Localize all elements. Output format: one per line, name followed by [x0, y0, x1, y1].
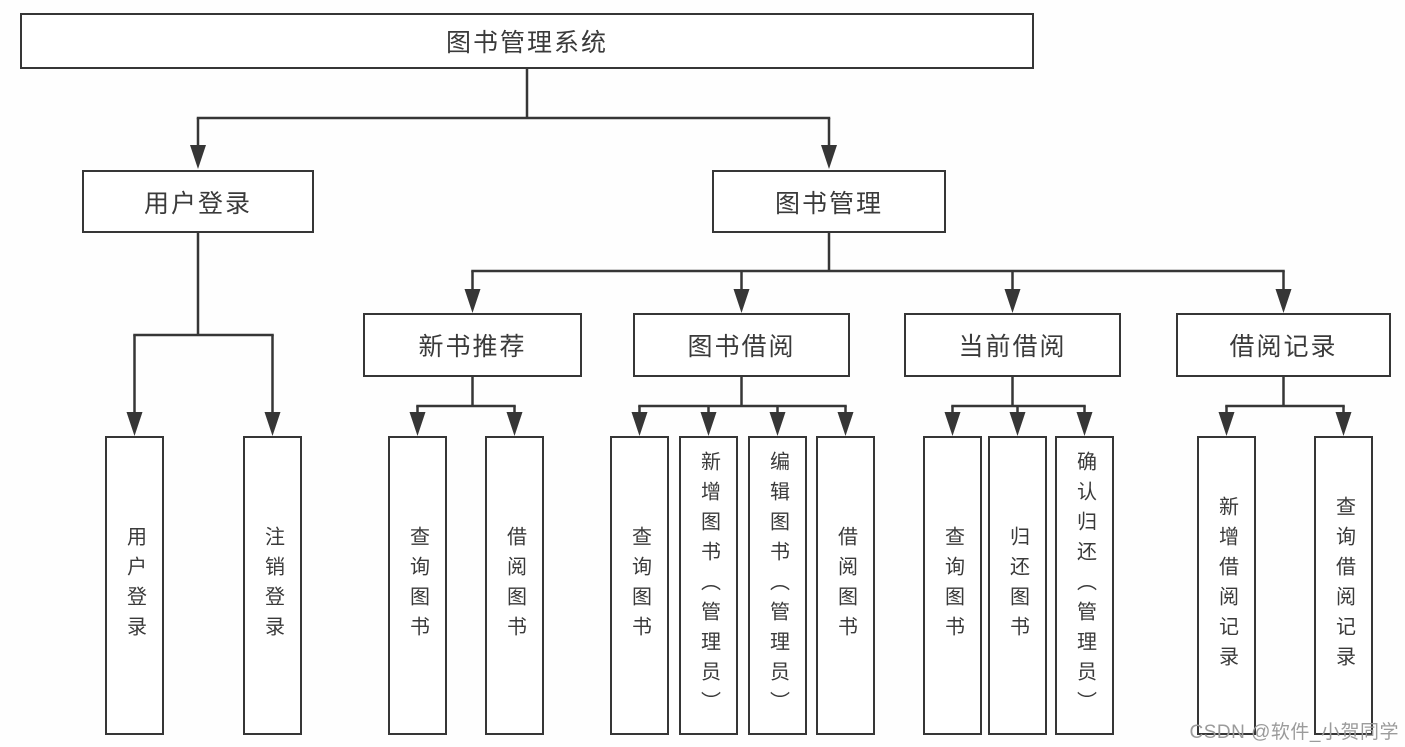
node-user-login: 用户登录 [82, 170, 314, 233]
node-label: 用户登录 [143, 189, 252, 218]
node-book-borrow: 图书借阅 [633, 313, 850, 377]
node-label: 新增图书（管理员） [697, 450, 720, 721]
node-label: 归还图书 [1006, 525, 1029, 646]
node-label: 注销登录 [261, 525, 284, 646]
node-label: 查询借阅记录 [1332, 495, 1355, 676]
node-label: 图书管理 [774, 189, 883, 218]
connector-borrow-records-branch [1218, 377, 1352, 436]
node-label: 图书借阅 [687, 333, 796, 361]
leaf-return-books: 归还图书 [988, 436, 1047, 735]
node-label: 编辑图书（管理员） [766, 450, 789, 721]
node-label: 用户登录 [123, 525, 146, 646]
node-borrow-records: 借阅记录 [1176, 313, 1391, 377]
node-new-book-recommend: 新书推荐 [363, 313, 582, 377]
leaf-borrow-books-recommend: 借阅图书 [485, 436, 544, 735]
leaf-add-books-admin: 新增图书（管理员） [679, 436, 738, 735]
node-label: 新书推荐 [418, 333, 527, 361]
leaf-user-login: 用户登录 [105, 436, 164, 735]
connector-current-borrow-branch [944, 377, 1093, 436]
leaf-query-borrow-record: 查询借阅记录 [1314, 436, 1373, 735]
node-label: 借阅记录 [1229, 333, 1338, 361]
node-root-system: 图书管理系统 [20, 13, 1034, 69]
node-label: 当前借阅 [958, 333, 1067, 361]
leaf-edit-books-admin: 编辑图书（管理员） [748, 436, 807, 735]
node-label: 查询图书 [406, 525, 429, 646]
leaf-add-borrow-record: 新增借阅记录 [1197, 436, 1256, 735]
node-label: 借阅图书 [834, 525, 857, 646]
node-label: 新增借阅记录 [1215, 495, 1238, 676]
connector-book-management-branch [464, 233, 1292, 313]
node-label: 确认归还（管理员） [1073, 450, 1096, 721]
connector-user-login-branch [126, 233, 281, 436]
leaf-borrow-books: 借阅图书 [816, 436, 875, 735]
node-label: 查询图书 [628, 525, 651, 646]
connector-root-to-level2 [190, 69, 837, 169]
node-label: 图书管理系统 [445, 29, 608, 57]
csdn-watermark: CSDN @软件_小贺同学 [1189, 722, 1399, 743]
leaf-logout: 注销登录 [243, 436, 302, 735]
node-label: 查询图书 [941, 525, 964, 646]
leaf-query-books-borrow: 查询图书 [610, 436, 669, 735]
node-book-management: 图书管理 [712, 170, 946, 233]
leaf-query-books-recommend: 查询图书 [388, 436, 447, 735]
leaf-query-books-current: 查询图书 [923, 436, 982, 735]
connector-book-borrow-branch [631, 377, 854, 436]
node-current-borrow: 当前借阅 [904, 313, 1121, 377]
leaf-confirm-return-admin: 确认归还（管理员） [1055, 436, 1114, 735]
node-label: 借阅图书 [503, 525, 526, 646]
connector-new-book-branch [409, 377, 523, 436]
